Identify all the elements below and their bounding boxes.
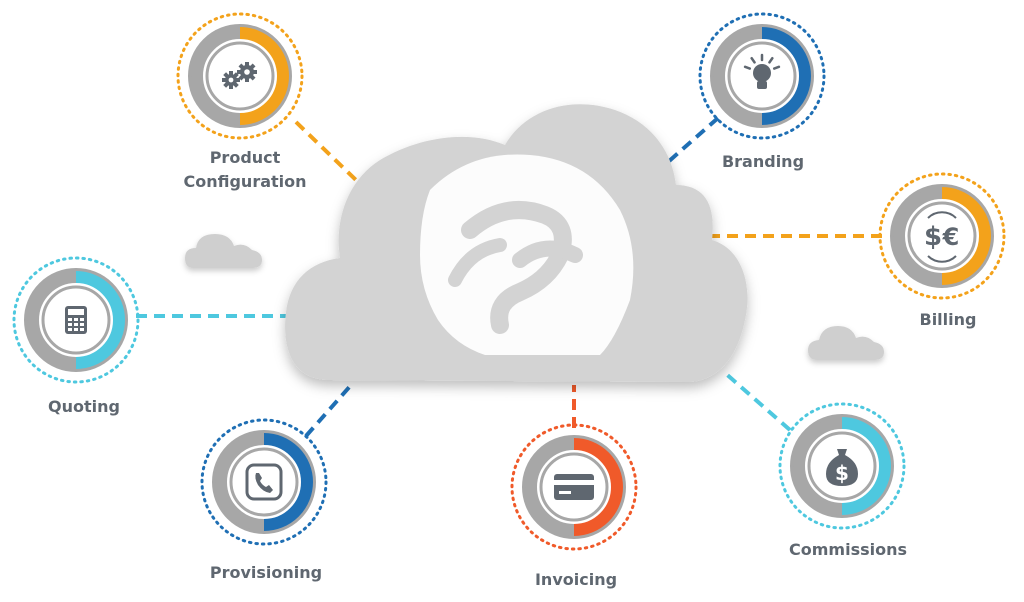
- small-cloud-right: [808, 326, 884, 360]
- label-line: Commissions: [789, 540, 907, 559]
- gray-ring: [212, 430, 316, 534]
- progress-track: [191, 27, 241, 125]
- progress-arc: [75, 271, 125, 369]
- connector-commissions: [722, 370, 792, 432]
- progress-arc: [573, 438, 623, 536]
- dotted-ring: [12, 256, 140, 384]
- label-provisioning: Provisioning: [196, 561, 336, 585]
- connector-lines: [136, 116, 882, 438]
- connector-branding: [666, 116, 720, 164]
- brand-logo-icon: [420, 154, 634, 355]
- dotted-ring: [200, 418, 328, 546]
- dotted-ring: [698, 12, 826, 140]
- label-billing: Billing: [908, 308, 988, 332]
- label-commissions: Commissions: [776, 538, 920, 562]
- progress-track: [215, 433, 265, 531]
- gray-ring: [790, 414, 894, 518]
- label-product-configuration: Product Configuration: [170, 146, 320, 194]
- label-line: Product: [209, 148, 281, 167]
- progress-track: [893, 187, 943, 285]
- node-invoicing: [510, 423, 638, 551]
- label-line: Provisioning: [209, 563, 323, 582]
- label-line: Configuration: [183, 172, 307, 191]
- progress-track: [525, 438, 575, 536]
- svg-text:$: $: [835, 461, 849, 485]
- progress-arc: [263, 433, 313, 531]
- svg-text:€: €: [942, 223, 960, 251]
- gears-icon: [222, 62, 257, 89]
- node-product-configuration: [176, 12, 304, 140]
- gray-ring: [522, 435, 626, 539]
- money-bag-icon: $: [826, 449, 858, 486]
- node-provisioning: [200, 418, 328, 546]
- dotted-ring: [510, 423, 638, 551]
- inner-circle: [229, 447, 299, 517]
- inner-circle: [907, 201, 977, 271]
- node-billing: $€: [878, 172, 1006, 300]
- svg-text:$: $: [924, 222, 942, 252]
- progress-arc: [841, 417, 891, 515]
- credit-card-icon: [554, 474, 594, 500]
- label-line: Quoting: [48, 397, 120, 416]
- progress-track: [27, 271, 77, 369]
- label-invoicing: Invoicing: [518, 568, 634, 592]
- label-quoting: Quoting: [36, 395, 132, 419]
- connector-product-configuration: [294, 120, 360, 184]
- label-line: Billing: [919, 310, 977, 329]
- label-line: Invoicing: [534, 570, 618, 589]
- progress-arc: [761, 27, 811, 125]
- label-line: Branding: [721, 152, 805, 171]
- connector-provisioning: [304, 382, 354, 438]
- lightbulb-icon: [743, 53, 781, 89]
- gray-ring: [890, 184, 994, 288]
- progress-track: [713, 27, 763, 125]
- node-commissions: $: [778, 402, 906, 530]
- small-cloud-left: [185, 234, 262, 268]
- gray-ring: [188, 24, 292, 128]
- dotted-ring: [878, 172, 1006, 300]
- phone-icon: [245, 463, 283, 501]
- dotted-ring: [176, 12, 304, 140]
- label-branding: Branding: [708, 150, 818, 174]
- gray-ring: [710, 24, 814, 128]
- progress-track: [793, 417, 843, 515]
- progress-arc: [239, 27, 289, 125]
- node-quoting: [12, 256, 140, 384]
- inner-circle: [205, 41, 275, 111]
- node-branding: [698, 12, 826, 140]
- gray-ring: [24, 268, 128, 372]
- calculator-icon: [65, 306, 87, 334]
- dotted-ring: [778, 402, 906, 530]
- progress-arc: [941, 187, 991, 285]
- currency-exchange-icon: $€: [924, 211, 960, 263]
